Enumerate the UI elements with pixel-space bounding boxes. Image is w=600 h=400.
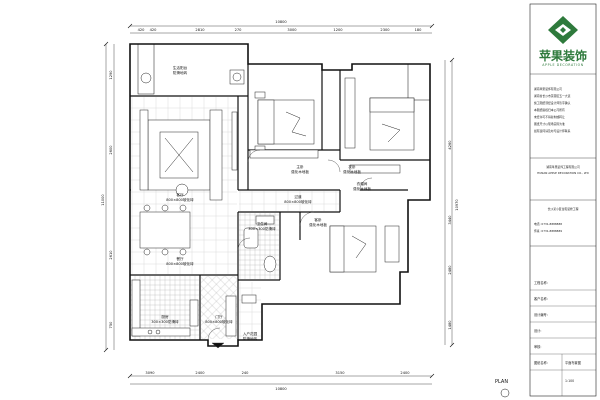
overall-right-dim: 10970 <box>455 199 459 211</box>
room-spec: 强化木地板 <box>309 222 327 227</box>
doors <box>207 149 373 349</box>
overall-bottom-dim: 10800 <box>275 387 287 391</box>
field-label: 客户名称: <box>534 296 548 301</box>
room-name: 主卧 <box>296 164 304 169</box>
field-label: 审核: <box>534 344 541 349</box>
company-en: HUNAN APPLE DECORATION CO., LTD <box>537 171 589 175</box>
right-dim-labels: 4260 3440 2480 1480 <box>448 140 452 330</box>
room-name: 入户花园 <box>243 331 258 336</box>
contact-line: 电话: 0731-8888888 <box>534 222 562 226</box>
right-dim: 4260 <box>448 140 452 150</box>
field-label: 图纸名称: <box>534 360 548 365</box>
room-spec: 800×800玻化砖 <box>284 199 312 204</box>
room-spec: 300×300防滑砖 <box>151 319 179 324</box>
sheet-scale: 1:100 <box>565 379 574 383</box>
company-cn: 湖南苹果装饰工程有限公司 <box>546 165 580 169</box>
bottom-dim: 2400 <box>195 371 205 375</box>
sheet-name: 平面布置图 <box>565 360 581 365</box>
top-dim-labels: 420 420 2810 270 3000 1200 2300 180 <box>138 28 423 32</box>
note-line: 湖南省长沙市芙蓉区五一大道 <box>534 94 571 98</box>
overall-top-dim: 10800 <box>275 20 287 24</box>
note-line: 湖南苹果装饰有限公司 <box>534 87 562 91</box>
field-label: 工程名称: <box>534 280 548 285</box>
note-line: 本图纸版权归本公司所有 <box>534 108 565 112</box>
title-block: 苹果装饰 APPLE DECORATION 湖南苹果装饰有限公司 湖南省长沙市芙… <box>529 3 597 397</box>
room-spec: 防滑地砖 <box>173 70 188 75</box>
fields <box>530 289 596 396</box>
overall-left-dim: 11000 <box>101 194 105 206</box>
room-name: 生活阳台 <box>173 65 188 70</box>
top-dim: 2810 <box>195 28 205 32</box>
bottom-dim: 3150 <box>335 371 345 375</box>
top-dim: 420 <box>138 28 146 32</box>
top-dim: 180 <box>415 28 423 32</box>
field-label: 设计: <box>534 328 541 333</box>
bottom-dim: 2400 <box>400 371 410 375</box>
walls <box>129 43 431 347</box>
top-dim: 2300 <box>380 28 390 32</box>
right-dim: 3440 <box>448 215 452 225</box>
room-name: 门厅 <box>215 314 223 319</box>
room-spec: 强化木地板 <box>353 186 371 191</box>
left-dim: 750 <box>109 321 113 329</box>
room-spec: 800×800玻化砖 <box>166 197 194 202</box>
room-name: 客卧 <box>314 217 322 222</box>
bottom-dim: 240 <box>242 371 250 375</box>
note-line: 未经许可不得复制或转让 <box>534 115 565 119</box>
brand-sub: APPLE DECORATION <box>542 63 583 67</box>
left-dim-labels: 1290 2600 2610 750 <box>109 70 113 329</box>
plan-symbol-icon <box>500 388 510 398</box>
room-spec: 强化木地板 <box>291 169 309 174</box>
room-name: 次卧 <box>348 164 356 169</box>
top-dim: 270 <box>235 28 243 32</box>
furniture <box>131 69 415 337</box>
room-spec: 300×300防滑砖 <box>248 226 276 231</box>
notes: 湖南苹果装饰有限公司 湖南省长沙市芙蓉区五一大道 施工图纸须经设计师签字确认 本… <box>534 87 571 133</box>
bottom-dim-labels: 3090 2400 240 3150 2400 <box>145 371 410 375</box>
field-label: 设计编号: <box>534 312 548 317</box>
apple-logo-icon <box>548 16 578 44</box>
left-dim: 2610 <box>109 250 113 260</box>
room-spec: 防滑地砖 <box>243 336 258 341</box>
top-dim: 1200 <box>333 28 343 32</box>
contact-line: 传真: 0731-8888889 <box>534 229 562 233</box>
room-name: 过道 <box>294 194 302 199</box>
note-line: 图纸尺寸以现场实际为准 <box>534 122 565 126</box>
room-name: 餐厅 <box>176 256 184 261</box>
room-name: 客厅 <box>176 192 184 197</box>
room-spec: 800×800玻化砖 <box>205 319 233 324</box>
room-name: 衣帽间 <box>357 181 368 186</box>
right-dim: 2480 <box>448 265 452 275</box>
bottom-dim: 3090 <box>145 371 155 375</box>
plan-label: PLAN <box>495 379 508 385</box>
room-spec: 800×800玻化砖 <box>166 261 194 266</box>
room-labels: 生活阳台 防滑地砖 客厅 800×800玻化砖 主卧 强化木地板 次卧 强化木地… <box>151 65 371 341</box>
left-dim: 1290 <box>109 70 113 80</box>
top-dim: 420 <box>150 28 158 32</box>
note-line: 如有疑问请及时与设计师联系 <box>534 129 571 133</box>
left-dim: 2600 <box>109 145 113 155</box>
top-dim: 3000 <box>287 28 297 32</box>
room-spec: 强化木地板 <box>343 169 361 174</box>
room-name: 卫生间 <box>257 221 268 226</box>
note-line: 施工图纸须经设计师签字确认 <box>534 101 571 105</box>
room-name: 厨房 <box>161 314 169 319</box>
brand-name: 苹果装饰 <box>539 48 587 63</box>
project-name: 长沙某小区住宅装修工程 <box>548 207 579 211</box>
right-dim: 1480 <box>448 320 452 330</box>
dimension-lines <box>103 23 455 385</box>
